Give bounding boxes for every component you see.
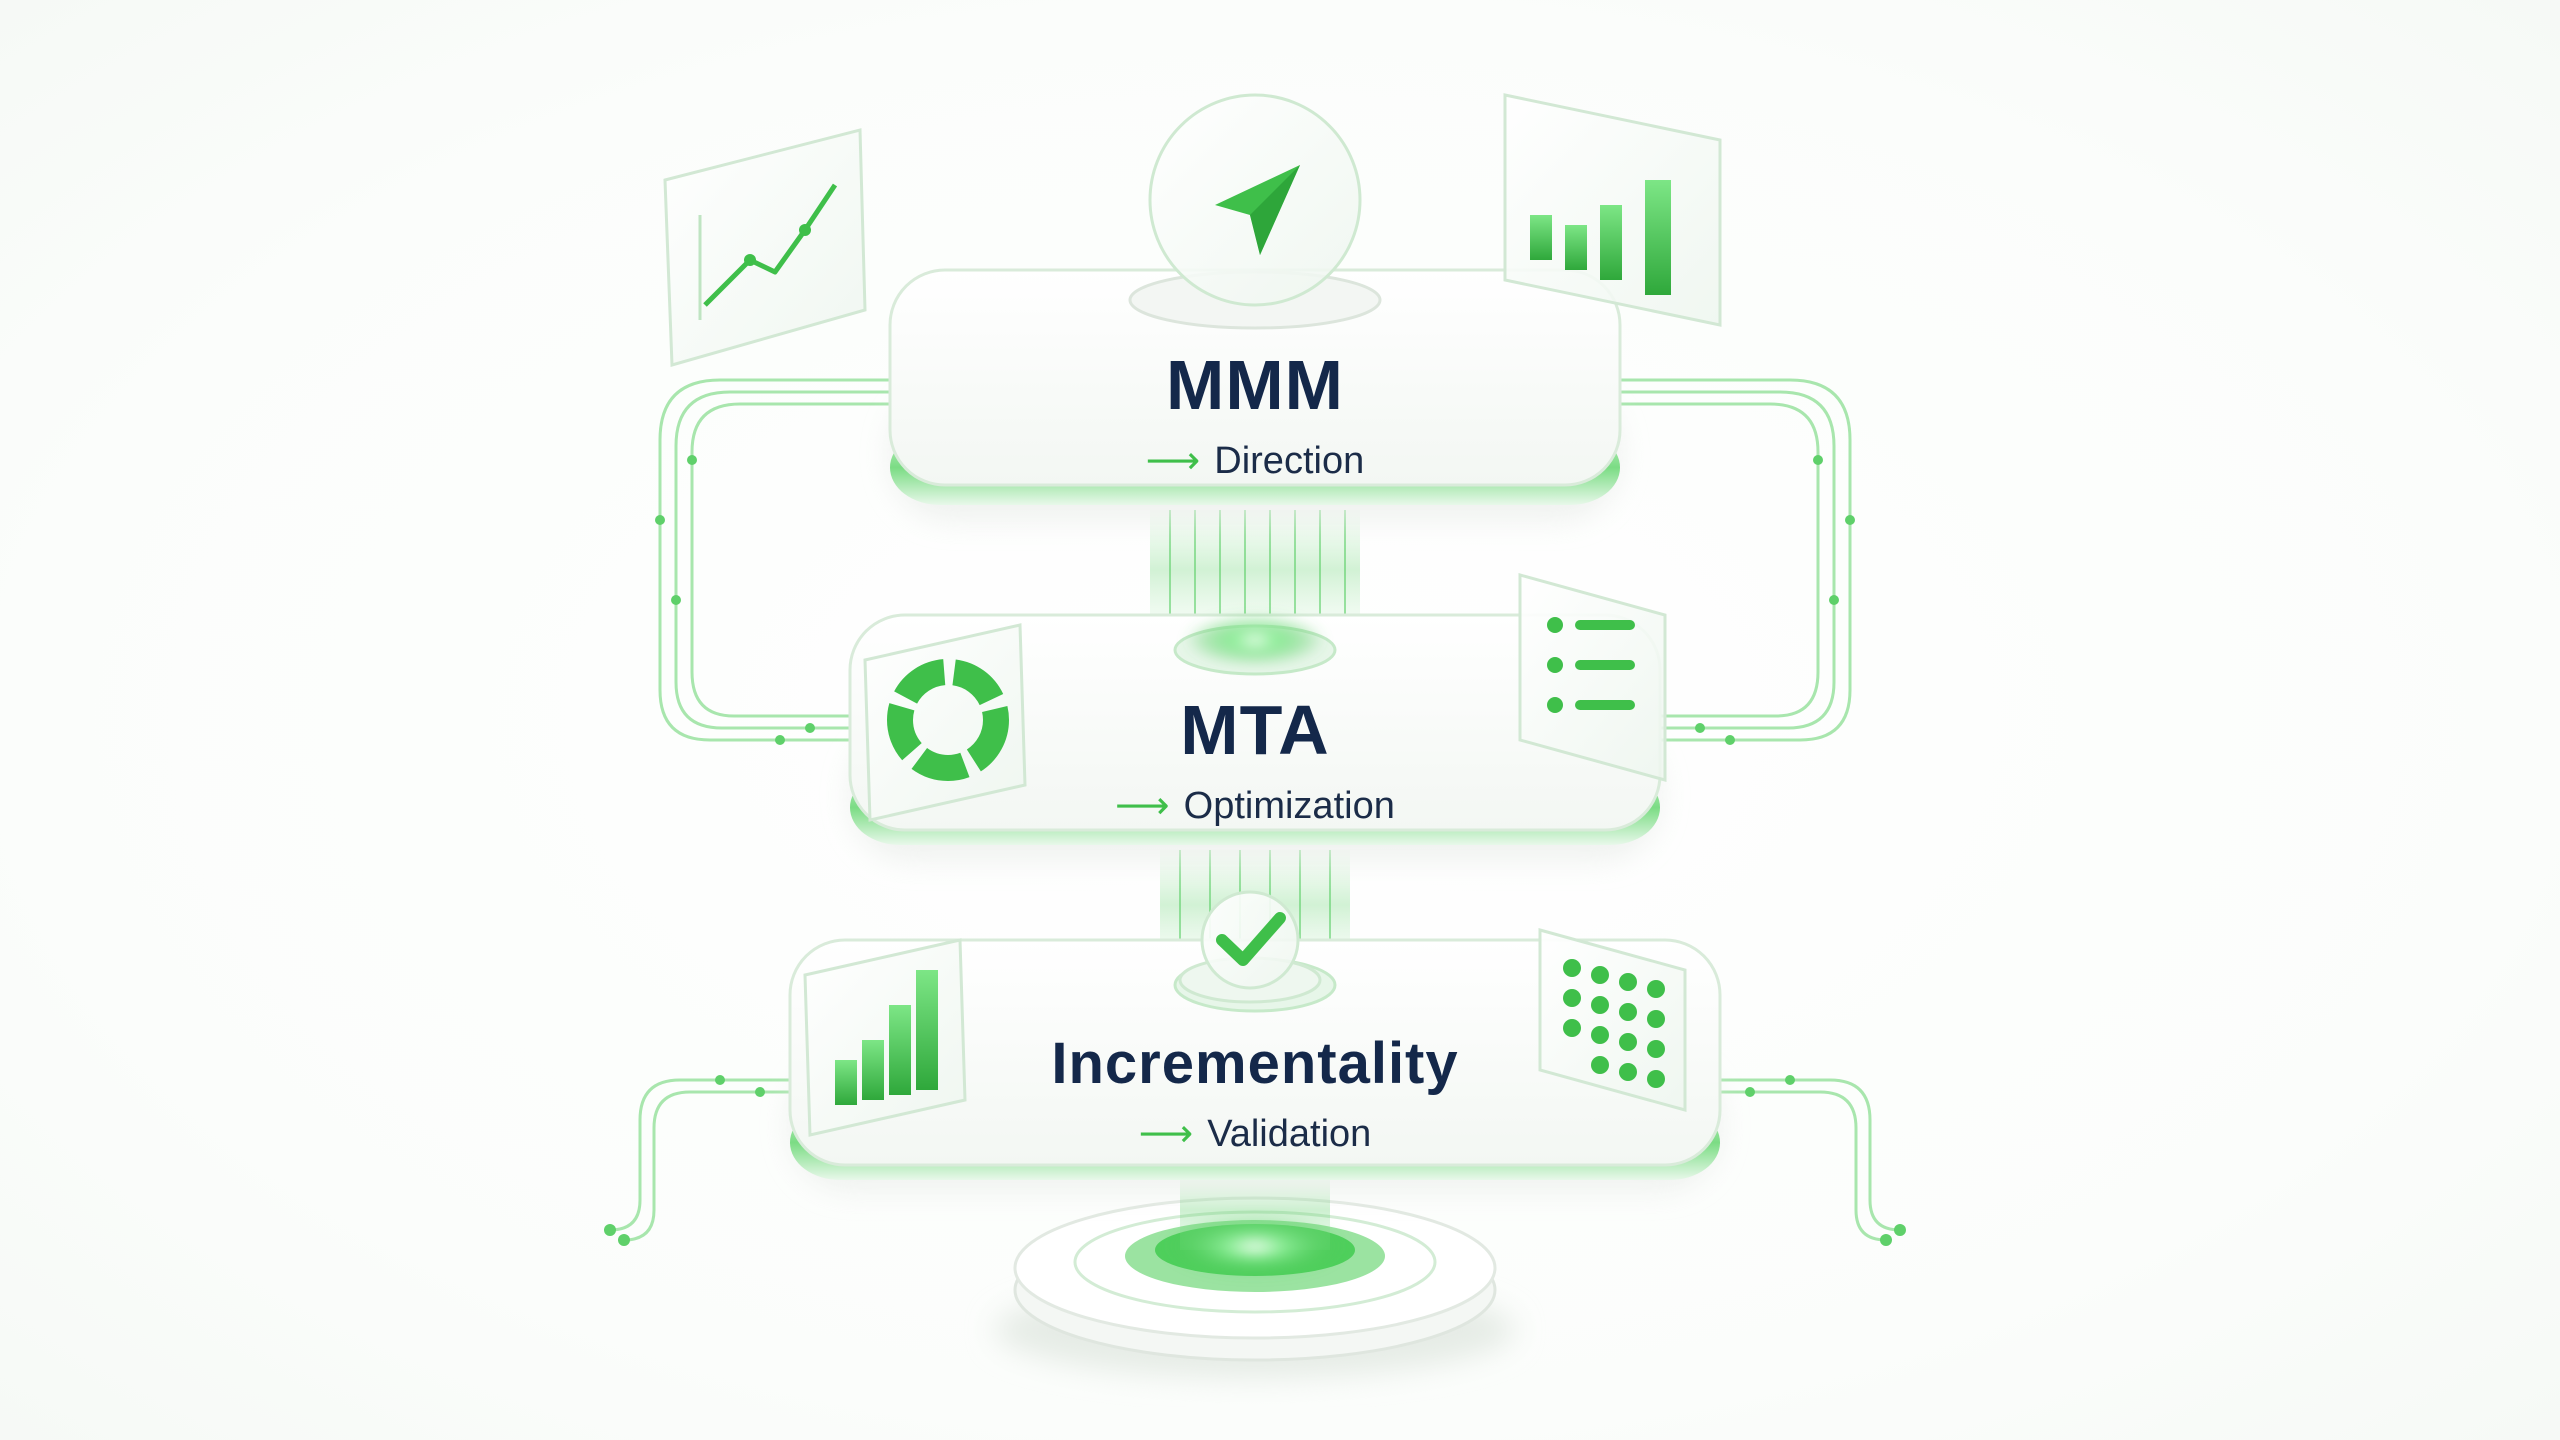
line-chart-icon [663,128,867,367]
bar-chart-small-icon [803,938,967,1137]
arrow-right-icon: ⟶ [1138,1113,1194,1155]
compass-arrow-icon [1128,93,1382,330]
layer-label-2: MTA ⟶Optimization [1115,695,1395,825]
layer-subtitle: Validation [1207,1113,1372,1155]
donut-chart-icon [863,623,1027,822]
left-connector-pipes [609,378,890,1242]
layer-subtitle-row: ⟶ Validation [1051,1115,1458,1153]
layer-title: MMM [1166,346,1344,424]
layer-label-3: Incrementality ⟶ Validation [1051,1031,1459,1154]
layer-title: MTA [1180,691,1330,769]
right-connector-nodes [1695,455,1906,1246]
arrow-right-icon: ⟶ [1145,440,1201,482]
layer-subtitle: Direction [1214,440,1365,482]
layer-plate-mta [848,613,1662,860]
right-connector-pipes [1620,378,1901,1242]
checkmark-icon [1178,890,1322,1004]
layer-subtitle: Optimization [1183,785,1395,827]
layer-subtitle-row: ⟶ Optimization [1115,787,1395,825]
layer-subtitle-row: ⟶ Direction [1146,442,1364,480]
layer-title: Incrementality [1051,1031,1459,1096]
left-connector-nodes [604,455,815,1246]
layer-label-1: MMM ⟶Direction [1146,350,1364,480]
list-icon [1518,573,1667,782]
bar-chart-icon [1503,93,1722,327]
arrow-right-icon: ⟶ [1115,785,1170,827]
dot-grid-icon [1538,928,1687,1112]
